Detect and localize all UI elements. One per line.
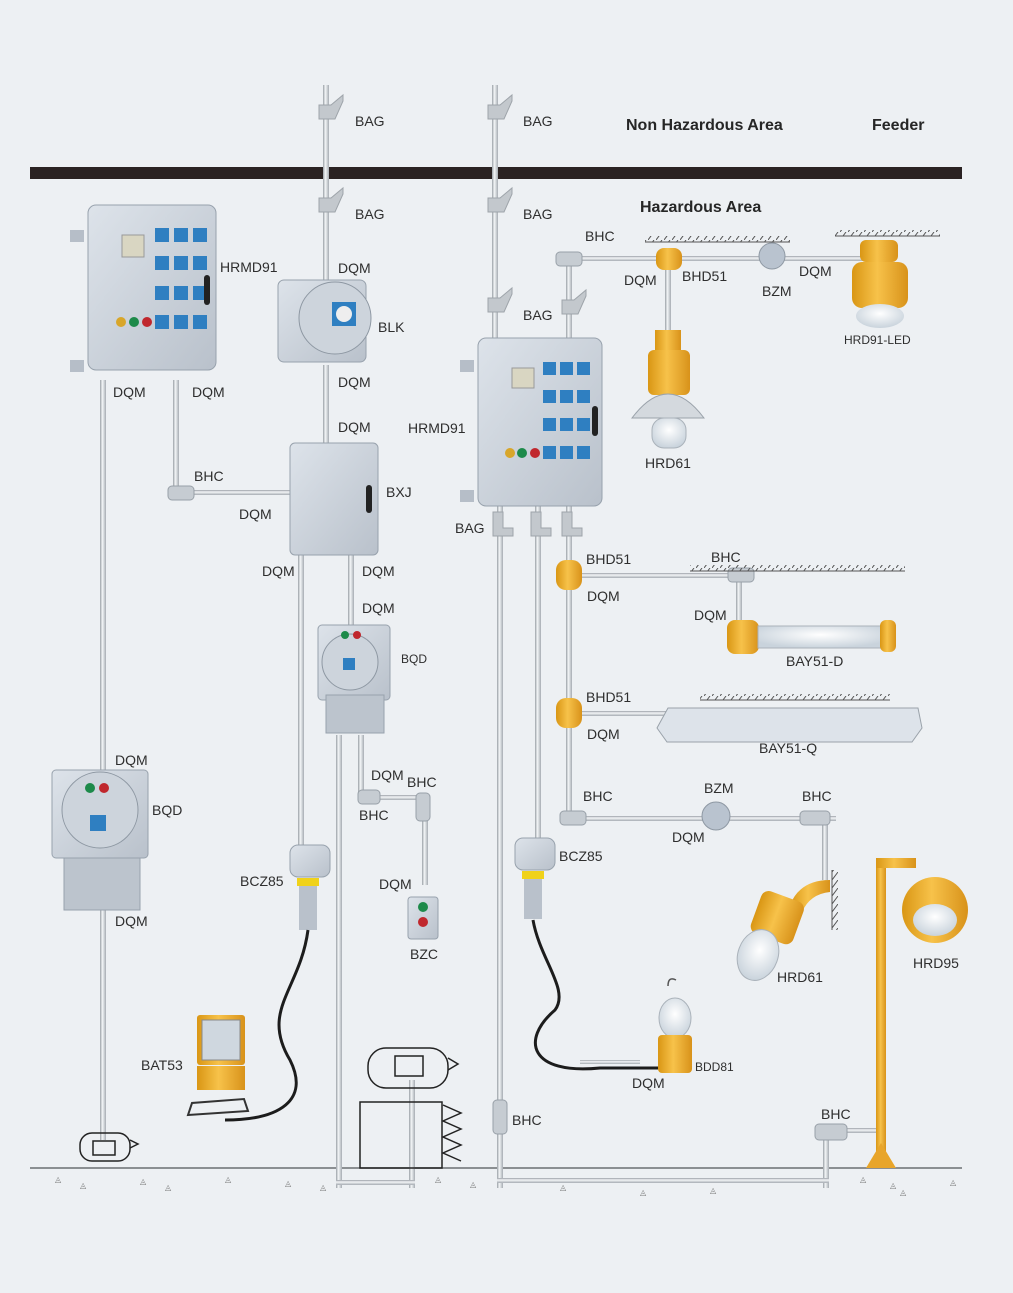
component-label-dqm-3: DQM (113, 384, 146, 400)
component-label-bay51-q: BAY51-Q (759, 740, 818, 756)
svg-text:◬: ◬ (225, 1175, 232, 1184)
component-label-dqm-18: DQM (587, 726, 620, 742)
svg-text:◬: ◬ (55, 1175, 62, 1184)
component-label-dqm-7: DQM (262, 563, 295, 579)
component-label-dqm-15: DQM (799, 263, 832, 279)
component-label-bag-2: BAG (355, 206, 385, 222)
component-label-dqm-16: DQM (587, 588, 620, 604)
component-label-bcz85-left: BCZ85 (240, 873, 284, 889)
component-label-bhc-3: BHC (359, 807, 389, 823)
component-label-bqd-left: BQD (152, 802, 183, 818)
component-label-dqm-9: DQM (362, 600, 395, 616)
component-label-blk: BLK (378, 319, 405, 335)
component-label-hrmd91-left: HRMD91 (220, 259, 278, 275)
feeder-title: Feeder (872, 117, 925, 134)
component-label-dqm-6: DQM (239, 506, 272, 522)
bhc-fittings (167, 251, 848, 1141)
component-label-bhc-7: BHC (802, 788, 832, 804)
component-label-bhc-5: BHC (711, 549, 741, 565)
component-label-dqm-5: DQM (338, 419, 371, 435)
component-label-hrd61-top: HRD61 (645, 455, 691, 471)
component-label-bqd-mid: BQD (401, 652, 428, 666)
svg-text:◬: ◬ (320, 1183, 327, 1192)
component-label-hrd95: HRD95 (913, 955, 959, 971)
component-label-bag-1: BAG (355, 113, 385, 129)
bcz85-sockets (289, 837, 556, 930)
component-label-bhc-2: BHC (407, 774, 437, 790)
hrmd91-panel-left (70, 204, 217, 372)
component-label-hrmd91-right: HRMD91 (408, 420, 466, 436)
component-label-dqm-17: DQM (694, 607, 727, 623)
component-label-bag-6: BAG (455, 520, 485, 536)
component-label-bdd81: BDD81 (695, 1060, 734, 1074)
ground: ◬◬◬◬ ◬◬◬◬ ◬◬◬◬ ◬◬◬◬ (30, 1080, 962, 1197)
bqd-left (51, 769, 149, 911)
svg-text:◬: ◬ (950, 1178, 957, 1187)
hazardous-area-title: Hazardous Area (640, 199, 762, 216)
hrmd91-panel-right (460, 337, 603, 507)
component-label-bzm-2: BZM (704, 780, 734, 796)
component-label-dqm-11: DQM (115, 913, 148, 929)
component-label-bag-3: BAG (523, 113, 553, 129)
svg-text:◬: ◬ (640, 1188, 647, 1197)
component-label-dqm-4: DQM (192, 384, 225, 400)
component-label-dqm-13: DQM (379, 876, 412, 892)
component-label-bcz85-right: BCZ85 (559, 848, 603, 864)
component-label-hrd61-bottom: HRD61 (777, 969, 823, 985)
component-label-dqm-14: DQM (624, 272, 657, 288)
svg-text:◬: ◬ (890, 1181, 897, 1190)
svg-text:◬: ◬ (560, 1183, 567, 1192)
svg-text:◬: ◬ (900, 1188, 907, 1197)
bzc-station (407, 896, 439, 940)
component-label-bay51-d: BAY51-D (786, 653, 844, 669)
bxj-box (289, 442, 379, 556)
non-hazardous-area-title: Non Hazardous Area (626, 117, 783, 134)
bag-fittings (318, 93, 587, 537)
svg-text:◬: ◬ (710, 1186, 717, 1195)
motors (79, 1047, 463, 1169)
component-label-bhd51-3: BHD51 (586, 689, 632, 705)
component-label-dqm-2: DQM (338, 374, 371, 390)
cables (224, 919, 658, 1122)
component-label-dqm-10: DQM (115, 752, 148, 768)
component-label-bzm-1: BZM (762, 283, 792, 299)
bqd-mid (317, 624, 391, 734)
svg-text:◬: ◬ (470, 1180, 477, 1189)
svg-text:◬: ◬ (435, 1175, 442, 1184)
svg-text:◬: ◬ (165, 1183, 172, 1192)
svg-text:◬: ◬ (285, 1179, 292, 1188)
component-label-hrd91-led: HRD91-LED (844, 333, 911, 347)
component-label-dqm-19: DQM (672, 829, 705, 845)
component-label-bat53: BAT53 (141, 1057, 183, 1073)
component-label-bhd51-2: BHD51 (586, 551, 632, 567)
component-label-dqm-12: DQM (371, 767, 404, 783)
amber-fixtures (186, 240, 968, 1168)
component-label-dqm-1: DQM (338, 260, 371, 276)
component-label-bhc-6: BHC (583, 788, 613, 804)
ceiling-hatches (645, 230, 940, 930)
component-label-bag-5: BAG (523, 307, 553, 323)
component-label-bhd51-1: BHD51 (682, 268, 728, 284)
svg-text:◬: ◬ (80, 1181, 87, 1190)
component-label-bxj: BXJ (386, 484, 412, 500)
svg-text:◬: ◬ (140, 1177, 147, 1186)
component-label-dqm-8: DQM (362, 563, 395, 579)
component-label-bzc: BZC (410, 946, 438, 962)
component-label-bhc-4: BHC (585, 228, 615, 244)
svg-text:◬: ◬ (860, 1175, 867, 1184)
component-label-bhc-9: BHC (821, 1106, 851, 1122)
component-label-bhc-8: BHC (512, 1112, 542, 1128)
blk-switch (277, 279, 372, 363)
component-label-bhc-1: BHC (194, 468, 224, 484)
component-label-bag-4: BAG (523, 206, 553, 222)
component-label-dqm-20: DQM (632, 1075, 665, 1091)
